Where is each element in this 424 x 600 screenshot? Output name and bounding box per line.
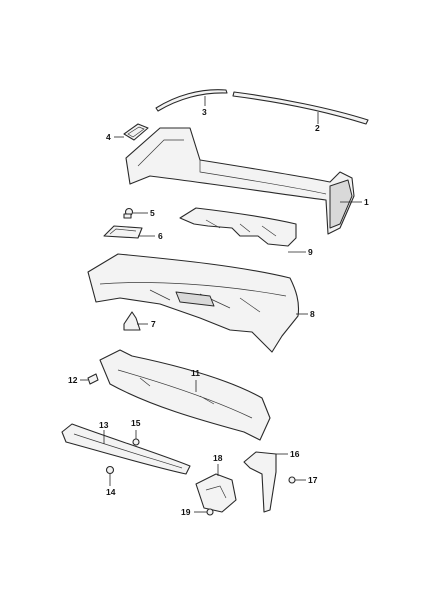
part-18-bracket xyxy=(195,473,237,513)
part-14-nut xyxy=(105,465,115,475)
part-19-clip xyxy=(206,508,214,516)
callout-7: 7 xyxy=(151,319,156,329)
callout-2: 2 xyxy=(315,123,320,133)
part-5-sensor xyxy=(123,207,134,219)
part-2-trim-strip xyxy=(232,91,369,125)
callout-4: 4 xyxy=(106,132,111,142)
callout-3: 3 xyxy=(202,107,207,117)
part-15-screw xyxy=(132,438,140,446)
callout-13: 13 xyxy=(99,420,109,430)
callout-1: 1 xyxy=(364,197,369,207)
part-16-side-bracket xyxy=(243,451,277,513)
callout-19: 19 xyxy=(181,507,191,517)
part-17-clip xyxy=(288,476,296,484)
part-3-trim-strip xyxy=(155,89,228,112)
part-1-upper-cover xyxy=(125,127,355,235)
part-8-lower-bumper xyxy=(87,253,300,353)
part-7-bracket xyxy=(123,311,141,331)
callout-8: 8 xyxy=(310,309,315,319)
callout-18: 18 xyxy=(213,453,223,463)
leader-lines xyxy=(80,96,362,513)
callout-9: 9 xyxy=(308,247,313,257)
part-11-impact-beam xyxy=(99,349,271,441)
part-13-grille-strip xyxy=(61,423,191,475)
callout-11: 11 xyxy=(191,368,200,378)
part-6-panel xyxy=(103,225,143,239)
callout-16: 16 xyxy=(290,449,300,459)
callout-15: 15 xyxy=(131,418,141,428)
part-9-diffuser xyxy=(179,207,297,247)
callout-5: 5 xyxy=(150,208,155,218)
part-12-bolt xyxy=(87,373,99,385)
callout-labels: 1 2 3 4 5 6 7 8 9 11 12 13 14 15 16 17 1… xyxy=(68,107,369,517)
callout-6: 6 xyxy=(158,231,163,241)
callout-17: 17 xyxy=(308,475,318,485)
callout-14: 14 xyxy=(106,487,116,497)
callout-12: 12 xyxy=(68,375,78,385)
part-4-reflector xyxy=(123,123,149,141)
